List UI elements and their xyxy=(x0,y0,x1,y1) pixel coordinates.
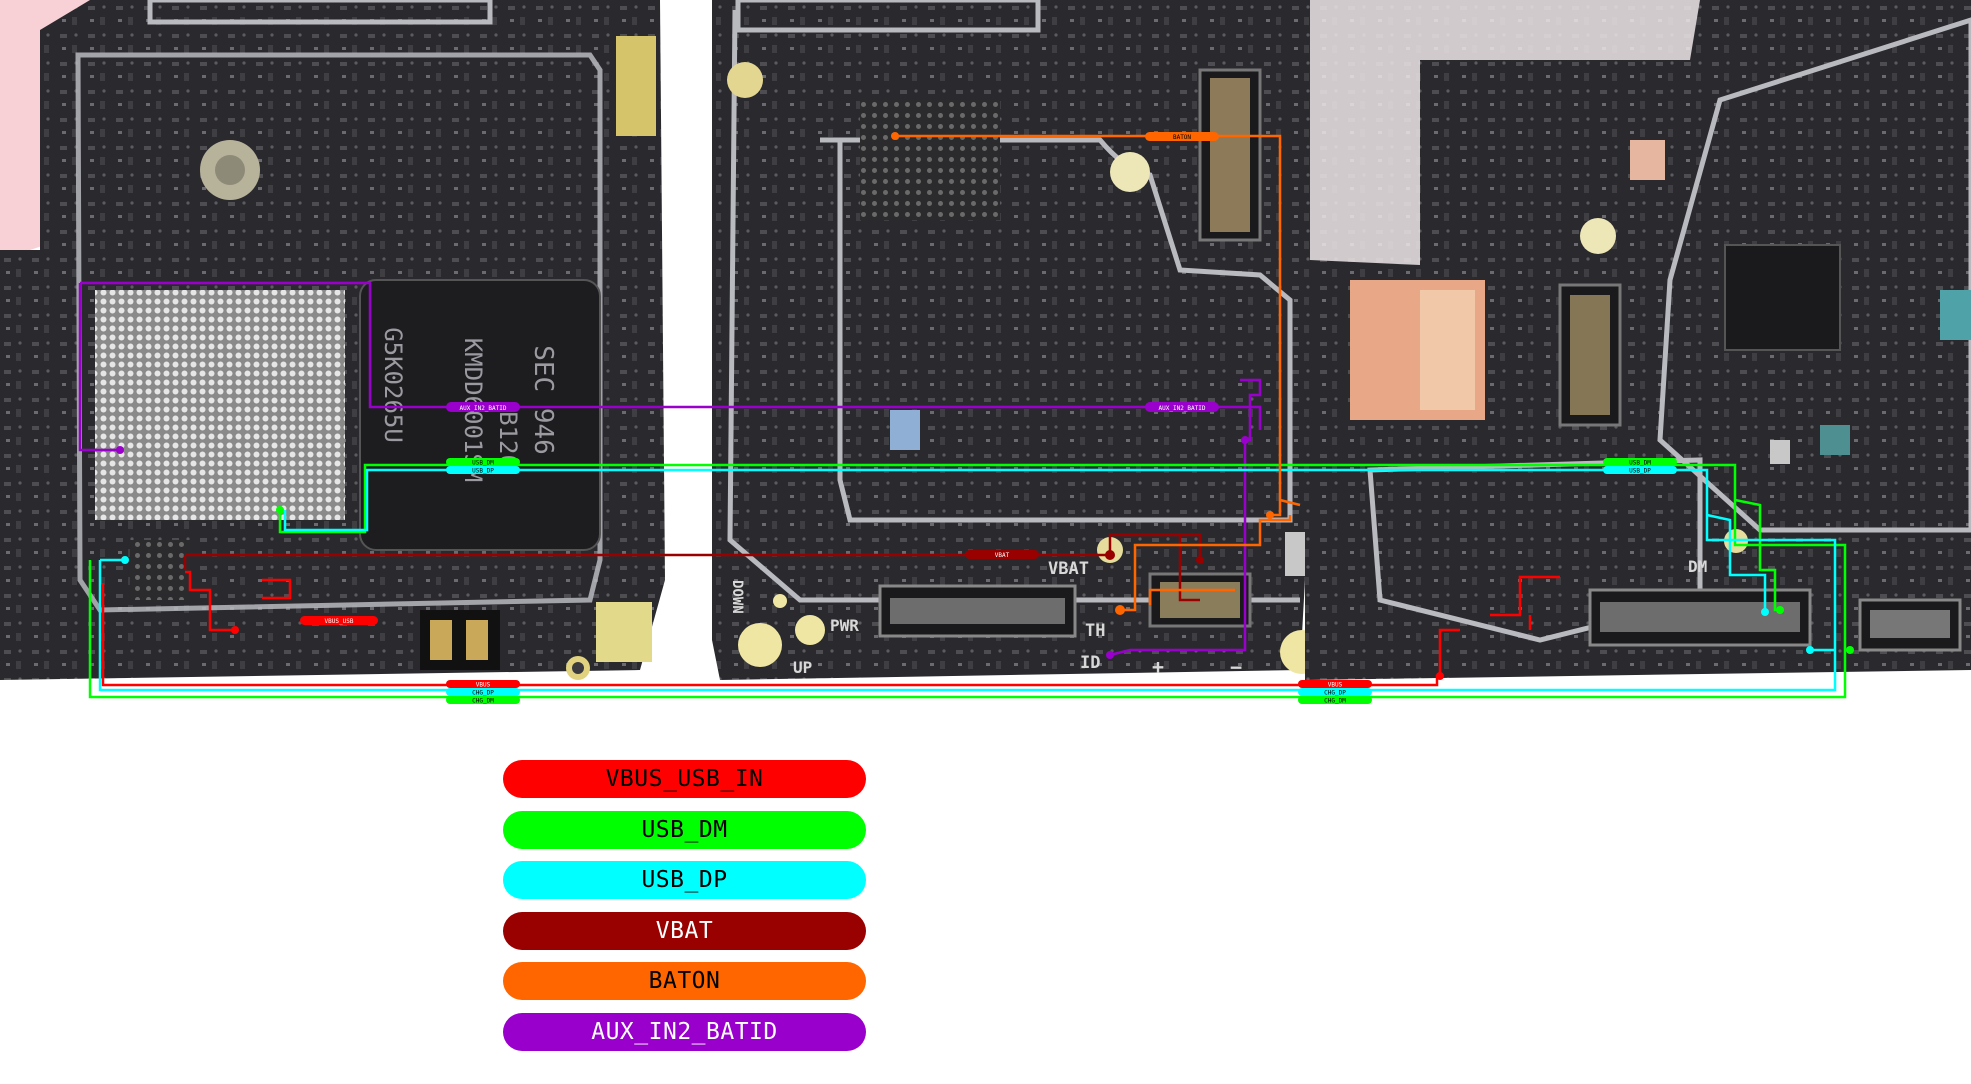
net-tag-aux-2: AUX_IN2_BATID xyxy=(1159,405,1206,412)
net-legend: VBUS_USB_IN USB_DM USB_DP VBAT BATON AUX… xyxy=(503,760,866,1063)
net-tag-chg-dp-1: CHG_DP xyxy=(472,690,494,697)
trace-usb-dp xyxy=(98,468,1837,692)
silk-vbat: VBAT xyxy=(1048,559,1089,579)
net-tag-chg-dm-1: CHG_DM xyxy=(472,698,494,705)
pcb-left-board: SEC 946 B120 KMDD6001SM G5K0265U xyxy=(0,0,665,680)
silk-th: TH xyxy=(1085,621,1105,641)
legend-item-usb-dm: USB_DM xyxy=(503,810,866,849)
net-tag-usb-dm-2: USB_DM xyxy=(1629,460,1651,467)
test-points xyxy=(116,132,1854,680)
net-tag-chg-dp-2: CHG_DP xyxy=(1324,690,1346,697)
chip-marking-1: SEC 946 xyxy=(528,345,558,455)
net-tag-usb-dp-2: USB_DP xyxy=(1629,468,1651,475)
net-tag-aux-1: AUX_IN2_BATID xyxy=(460,405,507,412)
silk-pwr: PWR xyxy=(830,616,859,635)
silk-id: ID xyxy=(1080,653,1100,673)
net-tag-chg-dm-2: CHG_DM xyxy=(1324,698,1346,705)
trace-vbat xyxy=(183,533,1202,602)
silk-plus: + xyxy=(1152,655,1164,679)
legend-item-usb-dp: USB_DP xyxy=(503,861,866,899)
net-tag-usb-dp-1: USB_DP xyxy=(472,468,494,475)
net-tag-vbus-2: VBUS xyxy=(1328,682,1343,689)
pcb-right-board: DM xyxy=(1305,0,1971,680)
net-tag-vbus-usb: VBUS_USB xyxy=(325,618,354,625)
chip-marking-4: G5K0265U xyxy=(379,327,407,443)
legend-item-baton: BATON xyxy=(503,962,866,1000)
silk-minus: − xyxy=(1230,655,1242,679)
net-tags: AUX_IN2_BATID AUX_IN2_BATID USB_DM USB_D… xyxy=(300,132,1677,705)
net-tag-vbus-1: VBUS xyxy=(476,682,491,689)
silk-up: UP xyxy=(793,658,812,677)
trace-baton xyxy=(895,134,1301,612)
net-tag-vbat: VBAT xyxy=(995,552,1010,559)
silk-down: DOWN xyxy=(729,580,745,614)
pcb-middle-board: VBAT TH ID + − PWR UP DOWN xyxy=(712,0,1372,680)
silk-dm: DM xyxy=(1688,557,1707,576)
legend-item-vbat: VBAT xyxy=(503,911,866,950)
legend-item-vbus-usb-in: VBUS_USB_IN xyxy=(503,760,866,798)
net-tag-usb-dm-1: USB_DM xyxy=(472,460,494,467)
legend-item-aux-in2-batid: AUX_IN2_BATID xyxy=(503,1012,866,1051)
net-tag-baton: BATON xyxy=(1173,134,1191,141)
